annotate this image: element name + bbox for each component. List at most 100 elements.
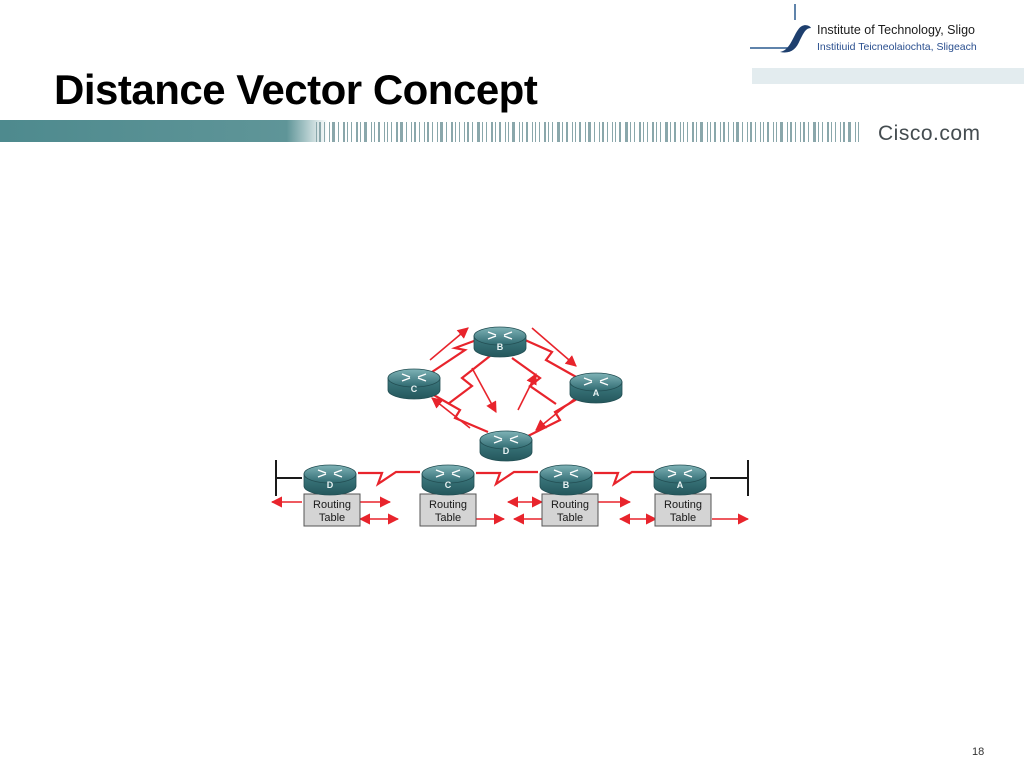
barcode-stripe — [467, 122, 469, 142]
routing-table-1: Routing Table — [303, 493, 361, 527]
logo-line-1: Institute of Technology, Sligo — [817, 23, 975, 37]
router-symbol-icon — [583, 377, 609, 386]
barcode-stripe — [455, 122, 456, 142]
barcode-stripe — [634, 122, 635, 142]
barcode-stripe — [760, 122, 761, 142]
routing-table-label: Routing — [429, 499, 467, 511]
routing-table-label: Routing — [313, 499, 351, 511]
barcode-stripe — [742, 122, 743, 142]
barcode-stripe — [776, 122, 777, 142]
link-b-d-right — [511, 357, 557, 405]
barcode-stripe — [733, 122, 734, 142]
barcode-stripe — [803, 122, 805, 142]
barcode-stripes — [316, 122, 859, 142]
router-label: D — [503, 446, 510, 456]
router-d-bottom: D — [303, 464, 357, 496]
header-bar — [0, 120, 1024, 142]
barcode-stripe — [612, 122, 613, 142]
barcode-stripe — [808, 122, 809, 142]
router-label: C — [411, 384, 418, 394]
barcode-stripe — [338, 122, 339, 142]
barcode-stripe — [790, 122, 792, 142]
barcode-stripe — [371, 122, 372, 142]
router-top — [421, 464, 475, 484]
barcode-stripe — [855, 122, 856, 142]
router-c-top: C — [387, 368, 441, 400]
arrow-d-to-b-inner — [517, 372, 537, 411]
logo-strip — [752, 68, 1024, 84]
barcode-stripe — [414, 122, 416, 142]
barcode-stripe — [499, 122, 501, 142]
router-label: A — [677, 480, 684, 490]
barcode-stripe — [472, 122, 473, 142]
barcode-stripe — [840, 122, 841, 142]
barcode-stripe — [692, 122, 694, 142]
barcode-stripe — [710, 122, 711, 142]
router-top — [303, 464, 357, 484]
barcode-stripe — [625, 122, 628, 142]
barcode-stripe — [700, 122, 703, 142]
router-label: B — [563, 480, 570, 490]
barcode-stripe — [482, 122, 483, 142]
barcode-stripe — [639, 122, 641, 142]
barcode-stripe — [696, 122, 697, 142]
barcode-stripe — [660, 122, 661, 142]
arrow-c-to-b — [429, 327, 469, 361]
barcode-stripe — [532, 122, 533, 142]
barcode-stripe — [822, 122, 823, 142]
barcode-stripe — [736, 122, 739, 142]
barcode-stripe — [544, 122, 546, 142]
barcode-stripe — [548, 122, 549, 142]
chain-links — [358, 470, 654, 487]
barcode-stripe — [519, 122, 520, 142]
barcode-stripe — [858, 122, 859, 142]
barcode-stripe — [491, 122, 493, 142]
router-symbol-icon — [487, 331, 513, 340]
router-a-bottom: A — [653, 464, 707, 496]
barcode-stripe — [329, 122, 330, 142]
barcode-stripe — [427, 122, 429, 142]
barcode-stripe — [602, 122, 604, 142]
barcode-stripe — [351, 122, 352, 142]
barcode-stripe — [464, 122, 465, 142]
barcode-stripe — [599, 122, 600, 142]
barcode-stripe — [687, 122, 688, 142]
barcode-stripe — [615, 122, 616, 142]
sligo-swoosh-icon — [750, 4, 811, 53]
barcode-stripe — [356, 122, 358, 142]
barcode-stripe — [387, 122, 388, 142]
router-symbol-icon — [553, 469, 579, 478]
barcode-stripe — [446, 122, 447, 142]
chain-boundaries — [275, 460, 749, 496]
barcode-stripe — [378, 122, 380, 142]
barcode-stripe — [619, 122, 621, 142]
barcode-stripe — [557, 122, 560, 142]
barcode-stripe — [508, 122, 509, 142]
barcode-stripe — [643, 122, 644, 142]
barcode-stripe — [384, 122, 385, 142]
barcode-stripe — [585, 122, 586, 142]
diamond-arrows — [429, 327, 579, 431]
barcode-stripe — [512, 122, 515, 142]
barcode-stripe — [813, 122, 816, 142]
barcode-stripe — [755, 122, 756, 142]
routing-table-label: Routing — [664, 499, 702, 511]
barcode-stripe — [316, 122, 317, 142]
institute-logo — [750, 0, 1024, 86]
barcode-stripe — [723, 122, 725, 142]
barcode-stripe — [780, 122, 783, 142]
arrow-a-to-d — [535, 395, 579, 431]
barcode-stripe — [831, 122, 832, 142]
barcode-stripe — [575, 122, 576, 142]
arrow-b-to-a — [531, 327, 577, 367]
barcode-stripe — [707, 122, 708, 142]
routing-table-label: Table — [557, 512, 583, 524]
router-symbol-icon — [317, 469, 343, 478]
barcode-stripe — [419, 122, 420, 142]
barcode-stripe — [562, 122, 563, 142]
barcode-stripe — [535, 122, 536, 142]
barcode-stripe — [763, 122, 764, 142]
barcode-stripe — [750, 122, 752, 142]
barcode-stripe — [522, 122, 523, 142]
barcode-stripe — [495, 122, 496, 142]
